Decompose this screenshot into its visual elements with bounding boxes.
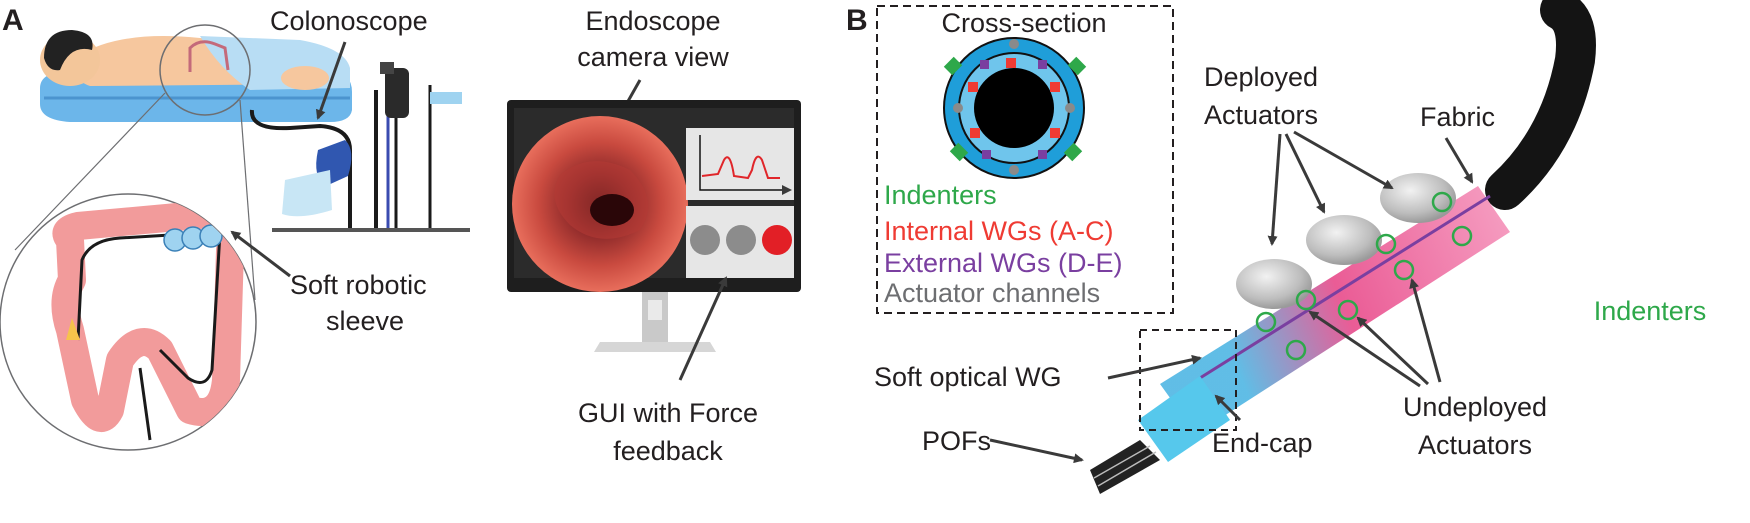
- legend-internal-wgs: Internal WGs (A-C): [884, 216, 1114, 246]
- external-wg-marker: [1038, 60, 1047, 69]
- deployed-actuators-label-line2: Actuators: [1204, 100, 1318, 130]
- body-zoom-marker: [159, 24, 251, 116]
- force-plot-panel: [686, 128, 794, 200]
- colonoscope-device: [249, 62, 470, 232]
- indenter-ring: [1255, 311, 1277, 333]
- external-wg-marker: [980, 60, 989, 69]
- undeployed-actuators-label-line1: Undeployed: [1403, 392, 1547, 422]
- deployed-actuators-label-line1: Deployed: [1204, 62, 1318, 92]
- indenters-label: Indenters: [1594, 296, 1707, 326]
- soft-sleeve-label-line2: sleeve: [326, 306, 404, 336]
- indenter-ring: [1431, 191, 1453, 213]
- actuator-channel-marker: [1009, 39, 1019, 49]
- legend-indenters: Indenters: [884, 180, 997, 210]
- deployed-actuator: [1380, 173, 1456, 223]
- colonoscope-label: Colonoscope: [270, 6, 428, 36]
- panel-a-letter: A: [2, 4, 24, 37]
- monitor: [507, 100, 801, 352]
- endoscope-view-label-line2: camera view: [577, 42, 729, 72]
- gui-label-line2: feedback: [613, 436, 723, 466]
- actuator-channel-marker: [1009, 165, 1019, 175]
- legend-actuator-channels: Actuator channels: [884, 278, 1100, 308]
- actuator-channel-marker: [1065, 103, 1075, 113]
- indenter-marker: [1067, 56, 1087, 76]
- internal-wg-marker: [968, 82, 978, 92]
- external-wg-marker: [1038, 150, 1047, 159]
- undeployed-actuators-label-line2: Actuators: [1418, 430, 1532, 460]
- sleeve-device: [1090, 0, 1596, 494]
- end-cap-label: End-cap: [1212, 428, 1313, 458]
- indenter-marker: [949, 142, 969, 162]
- legend-external-wgs: External WGs (D-E): [884, 248, 1123, 278]
- deployed-actuator: [1236, 259, 1312, 309]
- indenter-ring: [1451, 225, 1473, 247]
- actuator-channel-marker: [953, 103, 963, 113]
- soft-optical-wg-label: Soft optical WG: [874, 362, 1062, 392]
- external-wg-marker: [982, 150, 991, 159]
- pofs-label: POFs: [922, 426, 991, 456]
- indenter-ring: [1337, 299, 1359, 321]
- fabric-label: Fabric: [1420, 102, 1495, 132]
- cross-section-box: [876, 5, 1174, 314]
- indenter-ring: [1375, 233, 1397, 255]
- indenter-ring: [1295, 289, 1317, 311]
- gui-label-line1: GUI with Force: [578, 398, 758, 428]
- internal-wg-marker: [1050, 82, 1060, 92]
- endoscope-view-label-line1: Endoscope: [585, 6, 720, 36]
- cross-section-diagram: [943, 37, 1087, 179]
- indenter-marker: [1063, 142, 1083, 162]
- colon-zoom-view: [0, 193, 257, 451]
- soft-sleeve-label-line1: Soft robotic: [290, 270, 427, 300]
- indenter-marker: [943, 56, 963, 76]
- internal-wg-marker: [1006, 58, 1016, 68]
- cross-section-title: Cross-section: [941, 8, 1106, 38]
- internal-wg-marker: [1050, 128, 1060, 138]
- gui-indicator-2: [726, 225, 756, 255]
- gui-indicator-1: [690, 225, 720, 255]
- panel-b-letter: B: [846, 4, 868, 37]
- gui-indicator-3: [762, 225, 792, 255]
- patient-illustration: [40, 30, 352, 122]
- internal-wg-marker: [970, 128, 980, 138]
- end-cap-highlight-box: [1139, 329, 1237, 431]
- indenter-ring: [1285, 339, 1307, 361]
- deployed-actuator: [1306, 215, 1382, 265]
- indenter-ring: [1393, 259, 1415, 281]
